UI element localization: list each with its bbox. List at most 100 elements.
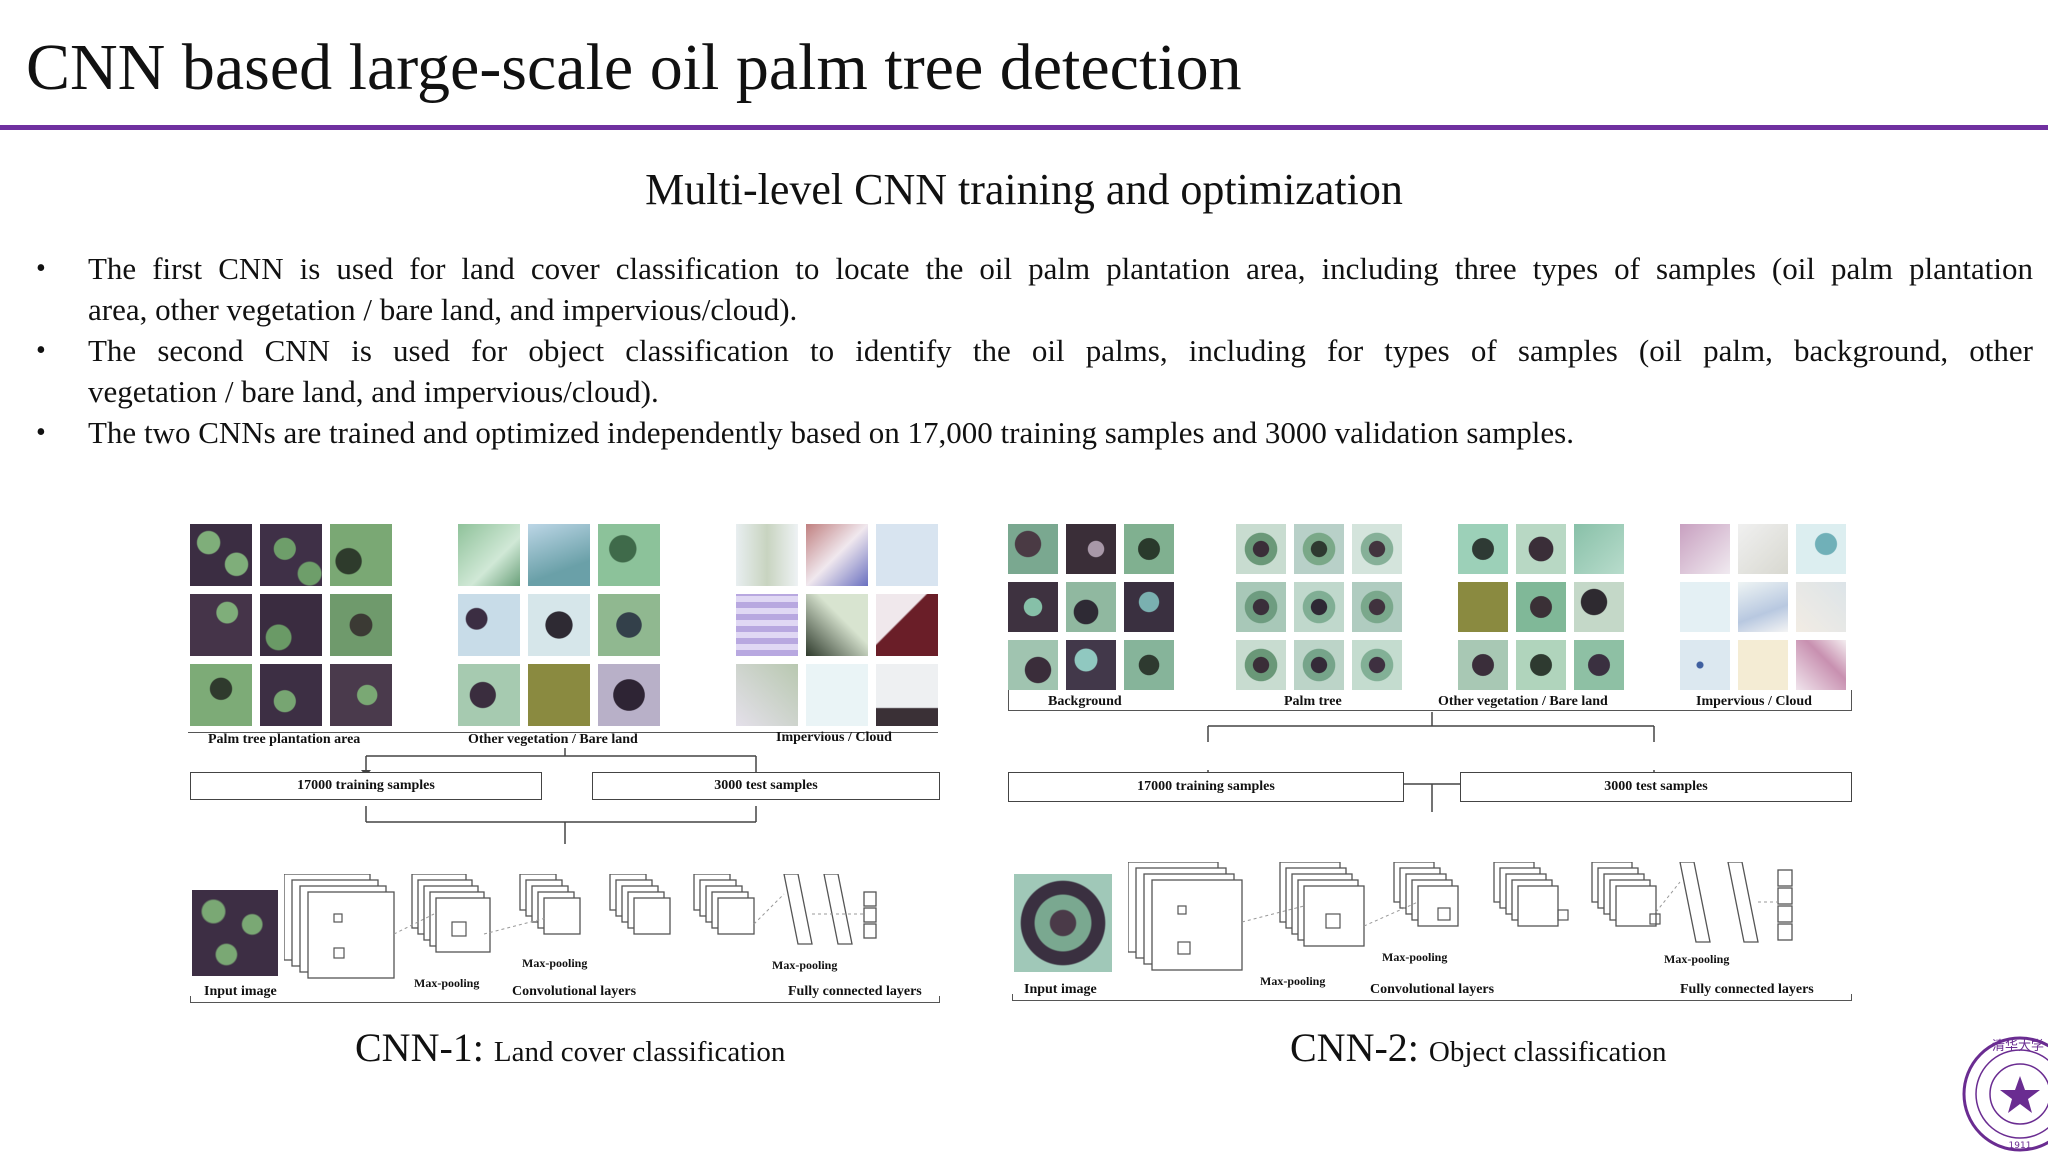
palm-tile — [190, 664, 252, 726]
cnn2-input-image — [1014, 874, 1112, 972]
vegetation-tile — [1516, 582, 1566, 632]
cnn2-architecture-bracket — [1012, 994, 1852, 1001]
bullet-icon: • — [36, 253, 46, 284]
cnn1-input-image — [192, 890, 278, 976]
vegetation-tile — [598, 664, 660, 726]
impervious-tile — [876, 524, 938, 586]
vegetation-tile — [1574, 524, 1624, 574]
cnn2-group-label: Other vegetation / Bare land — [1438, 694, 1608, 709]
vegetation-tile — [1574, 582, 1624, 632]
bullet-item: • The two CNNs are trained and optimized… — [36, 412, 2033, 453]
background-tile — [1008, 582, 1058, 632]
cnn2-maxpool-label: Max-pooling — [1382, 950, 1448, 964]
impervious-tile — [736, 664, 798, 726]
palm-tile — [190, 594, 252, 656]
university-seal-logo: 清华大学 1911 — [1962, 1036, 2048, 1152]
cnn2-group-label: Background — [1048, 694, 1122, 709]
cnn2-group-label: Impervious / Cloud — [1696, 694, 1812, 709]
vegetation-tile — [528, 524, 590, 586]
impervious-tile — [736, 594, 798, 656]
vegetation-tile — [1458, 524, 1508, 574]
bullet-item: • The first CNN is used for land cover c… — [36, 248, 2033, 330]
cnn2-caption-sub: Object classification — [1428, 1036, 1667, 1068]
cnn2-group-frame — [1008, 690, 1852, 711]
cnn1-fc-label: Fully connected layers — [788, 984, 922, 999]
palm-tile — [1236, 524, 1286, 574]
cnn2-conv-label: Convolutional layers — [1370, 982, 1495, 997]
impervious-tile — [876, 664, 938, 726]
cnn1-architecture-diagram — [284, 874, 877, 979]
cnn1-input-label: Input image — [204, 984, 277, 999]
title-divider — [0, 125, 2048, 130]
impervious-tile — [736, 524, 798, 586]
background-tile — [1066, 640, 1116, 690]
palm-tile — [330, 524, 392, 586]
background-tile — [1008, 640, 1058, 690]
cnn1-training-samples-box: 17000 training samples — [190, 772, 542, 800]
impervious-tile — [876, 594, 938, 656]
impervious-tile — [1680, 524, 1730, 574]
palm-tile — [260, 594, 322, 656]
palm-tile — [1352, 640, 1402, 690]
palm-tile — [1294, 524, 1344, 574]
bullet-item: • The second CNN is used for object clas… — [36, 330, 2033, 412]
vegetation-tile — [1458, 640, 1508, 690]
cnn1-group-label: Impervious / Cloud — [776, 730, 892, 745]
cnn2-input-label: Input image — [1024, 982, 1097, 997]
bullet-text-line: The two CNNs are trained and optimized i… — [88, 415, 1574, 450]
palm-tile — [260, 664, 322, 726]
palm-tile — [1294, 640, 1344, 690]
cnn2-test-samples-box: 3000 test samples — [1460, 772, 1852, 802]
impervious-tile — [1738, 582, 1788, 632]
impervious-tile — [1680, 582, 1730, 632]
cnn1-caption: CNN-1: Land cover classification — [355, 1024, 785, 1071]
palm-tile — [1352, 524, 1402, 574]
palm-tile — [190, 524, 252, 586]
cnn1-figure: Palm tree plantation area Other vegetati… — [188, 518, 942, 1008]
cnn1-caption-sub: Land cover classification — [493, 1036, 786, 1068]
cnn1-caption-main: CNN-1: — [355, 1025, 484, 1070]
cnn2-maxpool-label: Max-pooling — [1664, 952, 1730, 966]
cnn2-caption: CNN-2: Object classification — [1290, 1024, 1666, 1071]
bullet-icon: • — [36, 335, 46, 366]
palm-tile — [1352, 582, 1402, 632]
background-tile — [1008, 524, 1058, 574]
cnn2-maxpool-label: Max-pooling — [1260, 974, 1326, 988]
vegetation-tile — [1574, 640, 1624, 690]
bullet-text-line: vegetation / bare land, and impervious/c… — [88, 374, 659, 409]
seal-top-text: 清华大学 — [1992, 1038, 2044, 1054]
soil-tile — [528, 664, 590, 726]
cnn2-training-samples-box: 17000 training samples — [1008, 772, 1404, 802]
impervious-tile — [806, 664, 868, 726]
bullet-text-line: area, other vegetation / bare land, and … — [88, 292, 798, 327]
cnn1-group-label: Palm tree plantation area — [208, 732, 361, 747]
vegetation-tile — [598, 524, 660, 586]
background-tile — [1124, 582, 1174, 632]
impervious-tile — [1680, 640, 1730, 690]
slide-title: CNN based large-scale oil palm tree dete… — [26, 31, 1242, 104]
cnn2-fc-label: Fully connected layers — [1680, 982, 1814, 997]
vegetation-tile — [1516, 524, 1566, 574]
impervious-tile — [1738, 640, 1788, 690]
impervious-tile — [1796, 582, 1846, 632]
cnn1-maxpool-label: Max-pooling — [414, 976, 480, 990]
palm-tile — [330, 664, 392, 726]
background-tile — [1124, 640, 1174, 690]
impervious-tile — [1796, 524, 1846, 574]
vegetation-tile — [458, 664, 520, 726]
cnn2-architecture-diagram — [1128, 862, 1793, 971]
impervious-tile — [1738, 524, 1788, 574]
cnn2-caption-main: CNN-2: — [1290, 1025, 1419, 1070]
slide-subtitle: Multi-level CNN training and optimizatio… — [645, 165, 1403, 214]
bullet-icon: • — [36, 417, 46, 448]
background-tile — [1066, 524, 1116, 574]
cnn2-group-label: Palm tree — [1284, 694, 1342, 709]
cnn1-conv-label: Convolutional layers — [512, 984, 637, 999]
cnn1-group-frame — [188, 732, 938, 733]
vegetation-tile — [458, 524, 520, 586]
cnn1-group-label: Other vegetation / Bare land — [468, 732, 638, 747]
cnn1-maxpool-label: Max-pooling — [522, 956, 588, 970]
impervious-tile — [1796, 640, 1846, 690]
cnn1-flow-connectors — [361, 748, 757, 844]
palm-tile — [1236, 582, 1286, 632]
